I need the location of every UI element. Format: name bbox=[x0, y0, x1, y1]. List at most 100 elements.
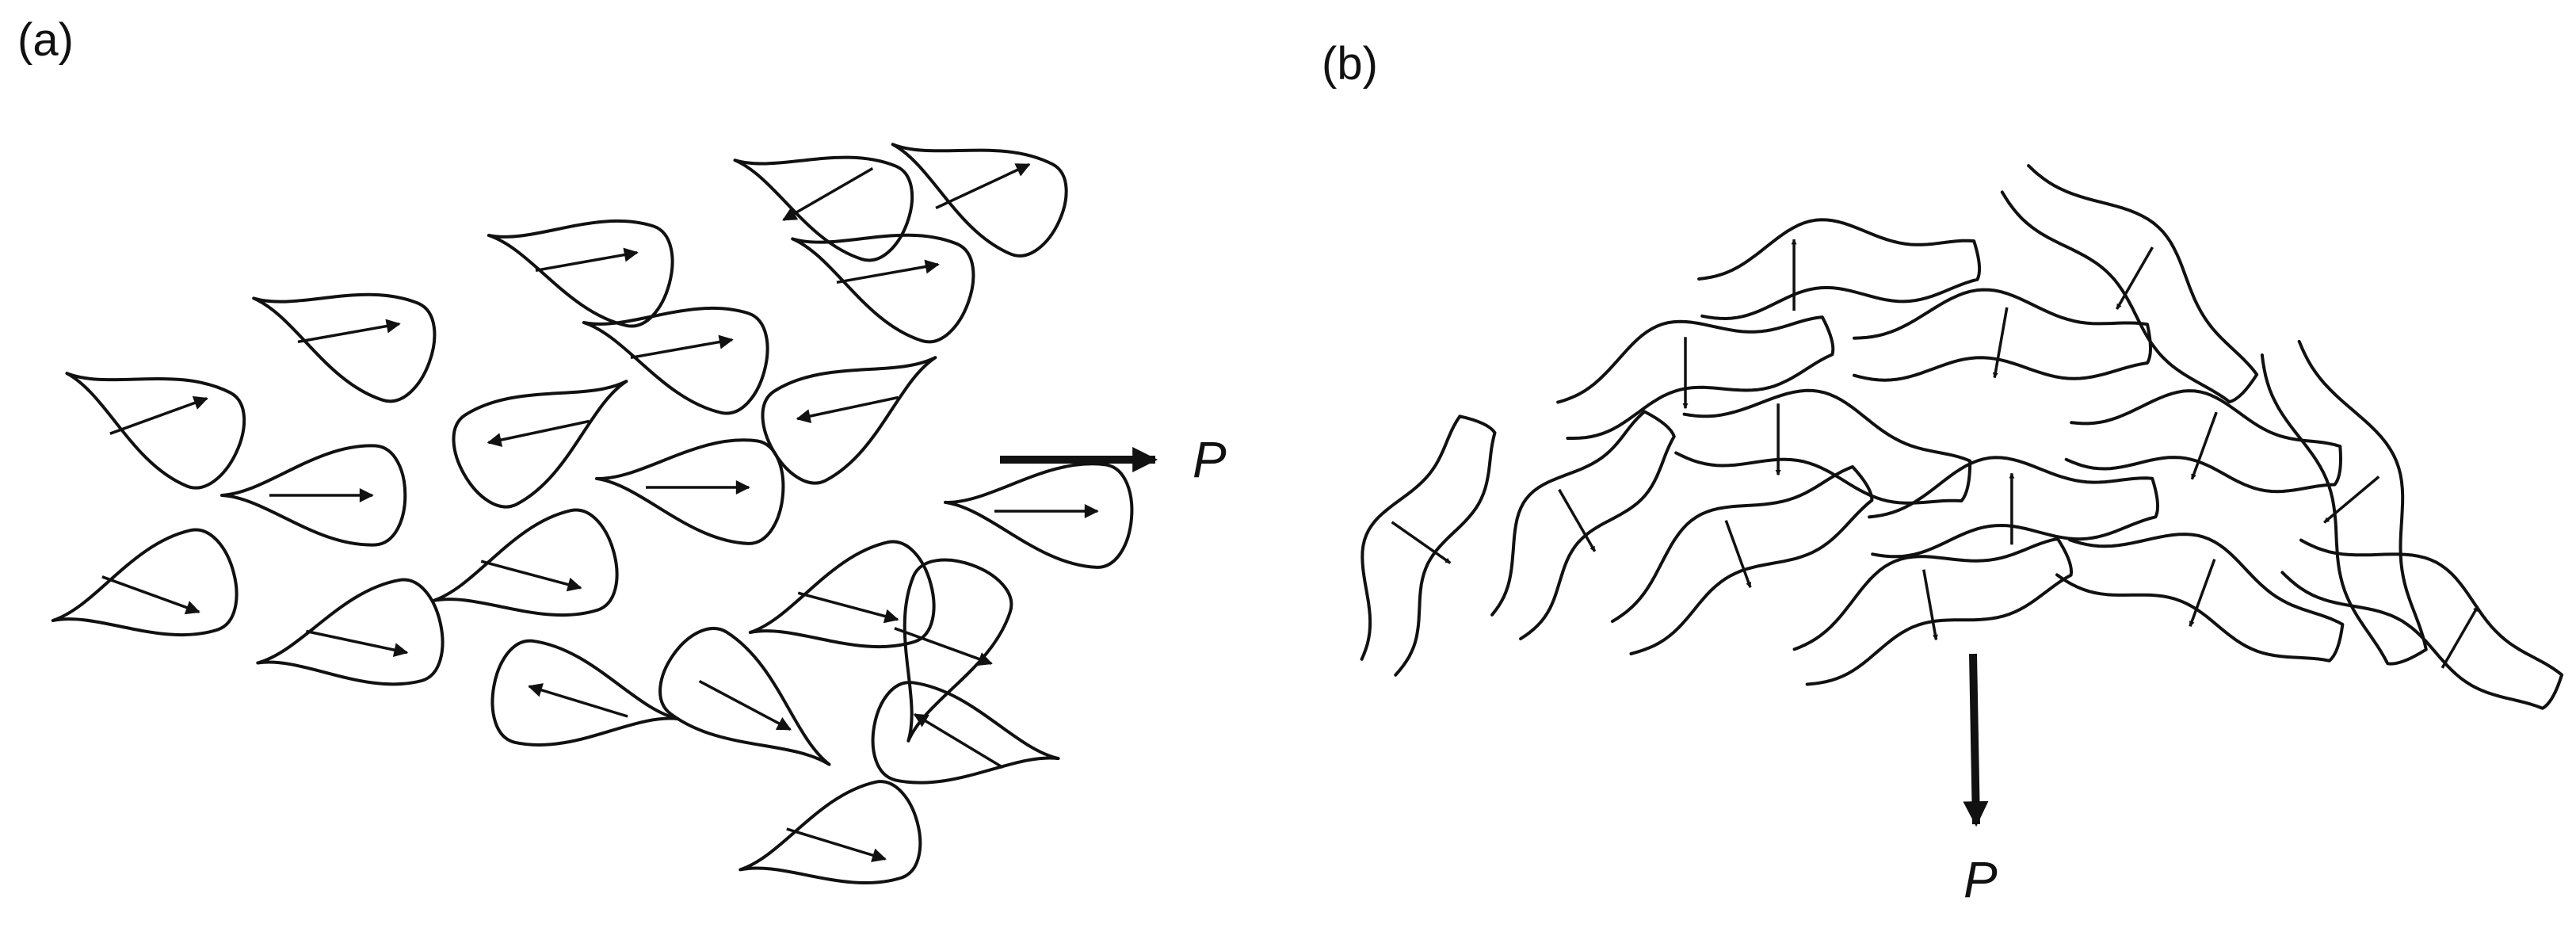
dipole-arrow bbox=[894, 627, 993, 666]
chain-11 bbox=[1610, 465, 1874, 655]
chain-outline bbox=[2064, 389, 2342, 494]
chain-outline bbox=[1556, 315, 1835, 440]
chain-10 bbox=[1490, 410, 1676, 640]
chain-outline bbox=[1674, 388, 1972, 505]
crystallite-outline bbox=[748, 540, 936, 649]
crystallite-18 bbox=[490, 639, 680, 747]
crystallite-outline bbox=[791, 233, 975, 344]
chain-outline bbox=[1697, 218, 1982, 320]
crystallite-16 bbox=[256, 578, 445, 686]
dipole-arrow bbox=[306, 629, 409, 657]
crystallite-outline bbox=[733, 155, 914, 262]
crystallite-5 bbox=[252, 292, 437, 403]
crystallite-outline bbox=[944, 462, 1134, 569]
crystallite-outline bbox=[903, 558, 1013, 743]
crystallite-outline bbox=[891, 143, 1068, 258]
dipole-arrow bbox=[101, 575, 200, 615]
dipole-arrow bbox=[1992, 307, 2009, 379]
crystallite-outline bbox=[595, 438, 785, 545]
chain-9 bbox=[1360, 414, 1497, 677]
crystallite-10 bbox=[944, 462, 1134, 569]
crystallite-6 bbox=[582, 306, 769, 415]
crystallite-outline bbox=[761, 356, 937, 485]
chain-outline bbox=[2000, 164, 2259, 404]
crystallite-11 bbox=[595, 438, 785, 545]
dipole-arrow bbox=[1558, 488, 1597, 552]
crystallite-20 bbox=[871, 681, 1060, 785]
dipole-arrow bbox=[487, 419, 590, 447]
chain-outline bbox=[2260, 339, 2428, 666]
crystallite-outline bbox=[487, 219, 674, 328]
chain-3 bbox=[1556, 315, 1835, 440]
panel-a-label: (a) bbox=[17, 14, 74, 66]
dipole-arrow bbox=[528, 683, 628, 718]
chain-outline bbox=[1490, 410, 1676, 640]
crystallite-21 bbox=[738, 780, 922, 885]
crystallite-17 bbox=[894, 558, 1013, 743]
panel-a-crystallites bbox=[51, 143, 1134, 885]
crystallite-13 bbox=[51, 528, 239, 637]
crystallite-outline bbox=[582, 306, 769, 415]
panel-b-polarization-label: P bbox=[1963, 851, 1998, 908]
dipole-arrow bbox=[935, 162, 1031, 210]
dipole-arrow bbox=[797, 591, 899, 624]
panel-a-polarization-label: P bbox=[1193, 431, 1227, 488]
chain-1 bbox=[1697, 218, 1982, 320]
crystallite-15 bbox=[748, 540, 936, 649]
chain-outline bbox=[1868, 456, 2160, 559]
chain-6 bbox=[1674, 388, 1972, 505]
dipole-arrow bbox=[2441, 605, 2479, 669]
crystallite-outline bbox=[490, 639, 680, 747]
chain-13 bbox=[2055, 533, 2345, 663]
dipole-arrow bbox=[782, 166, 874, 222]
panel-b-polarization-arrow bbox=[1963, 653, 1989, 827]
crystallite-outline bbox=[252, 292, 437, 403]
crystallite-outline bbox=[871, 681, 1060, 785]
chain-8 bbox=[2260, 339, 2428, 666]
dipole-arrow bbox=[1724, 520, 1752, 588]
chain-5 bbox=[2064, 389, 2342, 494]
chain-outline bbox=[1610, 465, 1874, 655]
chain-outline bbox=[2280, 538, 2564, 710]
chain-4 bbox=[1853, 288, 2152, 382]
crystallite-7 bbox=[65, 372, 246, 490]
crystallite-outline bbox=[738, 780, 922, 885]
dipole-arrow bbox=[796, 395, 899, 423]
dipole-arrow bbox=[2190, 411, 2218, 480]
panel-b-label: (b) bbox=[1322, 38, 1378, 90]
crystallite-12 bbox=[220, 444, 407, 547]
chain-14 bbox=[2280, 538, 2564, 710]
crystallite-9 bbox=[452, 380, 628, 509]
dipole-arrow bbox=[297, 319, 401, 344]
dipole-arrow bbox=[2115, 246, 2154, 310]
crystallite-1 bbox=[891, 143, 1068, 258]
dipole-arrow bbox=[698, 679, 792, 731]
crystallite-outline bbox=[256, 578, 445, 686]
dipole-arrow bbox=[2189, 559, 2216, 627]
dipole-arrow bbox=[913, 713, 1004, 769]
dipole-arrow bbox=[836, 259, 940, 285]
crystallite-19 bbox=[658, 627, 831, 766]
dipole-arrow bbox=[1922, 569, 1938, 640]
crystallite-outline bbox=[658, 627, 831, 766]
crystallite-4 bbox=[791, 233, 975, 344]
crystallite-outline bbox=[51, 528, 239, 637]
chain-7 bbox=[1868, 456, 2160, 559]
chain-outline bbox=[1792, 537, 2074, 686]
chain-2 bbox=[2000, 164, 2259, 404]
chain-outline bbox=[2055, 533, 2345, 663]
crystallite-8 bbox=[761, 356, 937, 485]
dipole-arrow bbox=[535, 247, 639, 273]
dipole-arrow bbox=[109, 395, 208, 435]
dipole-arrow bbox=[1391, 521, 1452, 564]
dipole-arrow bbox=[630, 334, 734, 360]
dipole-arrow bbox=[786, 827, 887, 862]
crystallite-14 bbox=[431, 508, 619, 617]
dipole-arrow bbox=[480, 559, 582, 592]
crystallite-outline bbox=[220, 444, 407, 547]
chain-outline bbox=[1853, 288, 2152, 382]
chain-12 bbox=[1792, 537, 2074, 686]
crystallite-2 bbox=[733, 155, 914, 262]
crystallite-outline bbox=[452, 380, 628, 509]
